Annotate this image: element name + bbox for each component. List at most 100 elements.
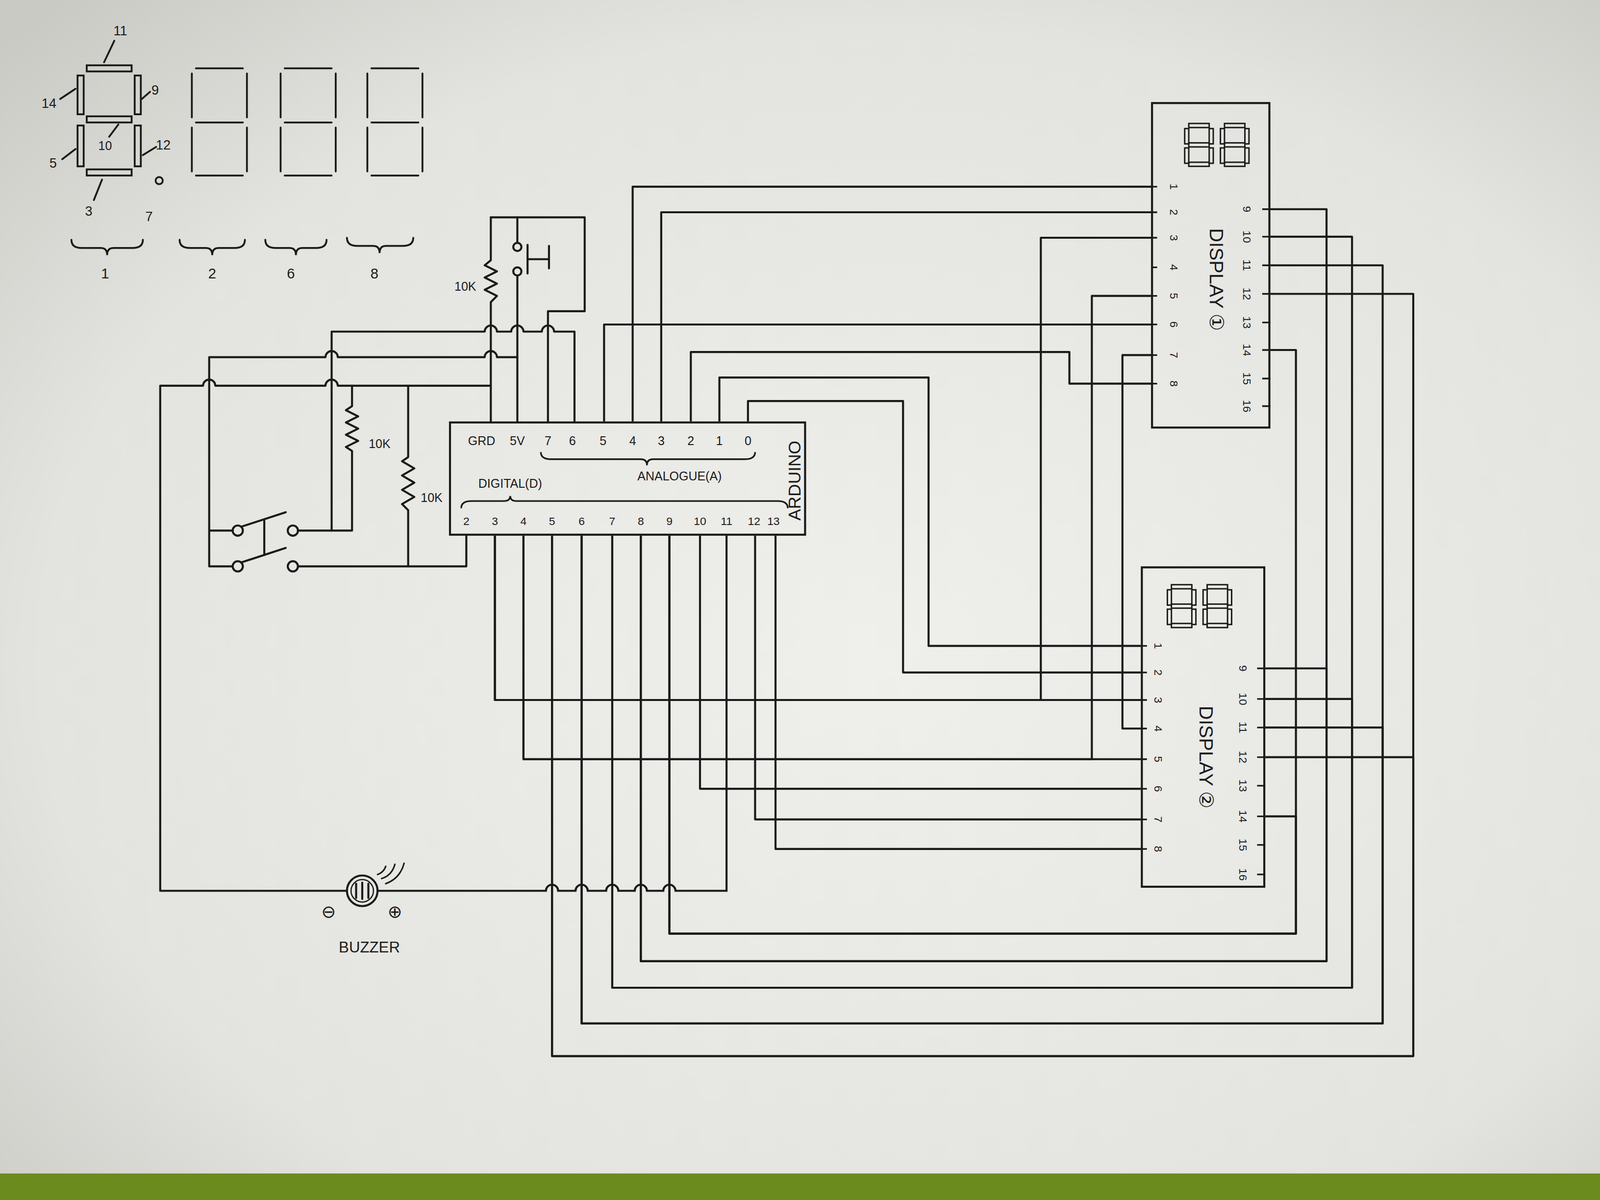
- pin-number: 5: [1152, 755, 1164, 763]
- pin-number: 13: [1237, 779, 1249, 793]
- pin-number: 8: [1152, 846, 1164, 853]
- table-edge: [0, 1173, 1600, 1200]
- part-label: 4: [520, 515, 527, 527]
- wire: [209, 350, 518, 567]
- part-label: 3: [491, 515, 499, 527]
- wire-connector: [495, 535, 1142, 700]
- pin-number: 16: [1237, 868, 1249, 881]
- part-label: 9: [151, 83, 159, 97]
- wire-connector: [690, 351, 1151, 422]
- part-label: BUZZER: [338, 939, 400, 955]
- pin-number: 9: [1241, 205, 1253, 213]
- wire: [516, 217, 519, 422]
- resistor-symbol: [298, 385, 359, 531]
- display-pins: [1140, 186, 1271, 875]
- part-label: 8: [370, 266, 379, 281]
- part-label: 2: [208, 266, 217, 281]
- pin-number: 14: [1237, 810, 1249, 823]
- pin-number: 6: [1152, 785, 1164, 793]
- pin-number: 5: [1167, 292, 1179, 300]
- wire-connector: [661, 212, 1151, 422]
- wire: [160, 379, 491, 891]
- part-label: 8: [637, 515, 645, 527]
- wire-connector: [700, 535, 1141, 789]
- board-brackets: [461, 451, 788, 508]
- part-label: 13: [767, 515, 780, 527]
- pin-number: 14: [1241, 343, 1253, 357]
- part-label: 5: [549, 515, 556, 527]
- pin-number: 12: [1241, 287, 1253, 301]
- pin-number: 6: [1167, 321, 1179, 328]
- wire-connector: [581, 535, 1383, 1024]
- wire-connector: [495, 237, 1151, 700]
- part-label: 10: [98, 139, 113, 152]
- wire-connector: [612, 535, 1352, 988]
- pin-number: 11: [1237, 721, 1249, 734]
- wire-connector: [551, 294, 1414, 1057]
- decimal-point: [155, 176, 163, 185]
- pin-number: 10: [1237, 692, 1249, 706]
- pin-number: 1: [1167, 183, 1179, 191]
- button-contact: [513, 267, 522, 276]
- wire-connector: [551, 535, 1414, 1057]
- pin-number: 16: [1241, 400, 1253, 413]
- wire-connector: [632, 186, 1151, 422]
- brace: [347, 237, 414, 253]
- pin-number: 3: [1167, 234, 1179, 242]
- pin-number: 10: [1241, 230, 1253, 243]
- wire-connector: [523, 535, 1141, 760]
- part-label: 4: [629, 434, 637, 448]
- resistor-symbol: [401, 385, 415, 567]
- part-label: 10K: [368, 437, 391, 450]
- button-frame: [490, 217, 585, 422]
- switch-contact: [287, 525, 299, 536]
- wire-connector: [581, 265, 1383, 1024]
- pin-number: 15: [1241, 372, 1253, 386]
- component-label: DISPLAY ②: [1196, 705, 1217, 809]
- part-label: ⊖: [321, 903, 336, 921]
- wire-connector: [754, 535, 1141, 820]
- part-label: 1: [100, 266, 109, 281]
- button-contact: [513, 242, 522, 251]
- wire-connector: [523, 296, 1151, 760]
- pin-number: 15: [1237, 838, 1249, 852]
- part-label: ⊕: [387, 903, 403, 921]
- pin-number: 8: [1167, 380, 1179, 387]
- display-icon: [1220, 123, 1250, 167]
- part-label: 6: [569, 434, 576, 448]
- part-label: 10K: [454, 280, 476, 293]
- part-label: 12: [155, 138, 171, 152]
- part-label: 11: [720, 515, 733, 527]
- part-label: 14: [41, 96, 57, 110]
- pin-number: 4: [1152, 725, 1164, 732]
- brace: [71, 239, 144, 255]
- part-label: 12: [748, 515, 761, 527]
- part-label: 6: [578, 515, 585, 527]
- part-label: 5: [49, 156, 57, 171]
- pin-number: 9: [1237, 665, 1249, 672]
- resistor-symbol: [484, 217, 498, 422]
- part-label: 10K: [420, 491, 443, 504]
- part-label: 6: [286, 266, 295, 281]
- wire-connector: [669, 350, 1297, 934]
- component-label: DISPLAY ①: [1206, 227, 1227, 331]
- part-label: 9: [666, 515, 673, 527]
- part-label: 10: [693, 515, 707, 527]
- display-icon: [1202, 584, 1232, 628]
- pin-number: 2: [1152, 669, 1164, 676]
- part-label: 7: [609, 515, 616, 527]
- wire-connector: [640, 535, 1327, 962]
- pin-number: 3: [1152, 697, 1164, 704]
- part-label: ANALOGUE(A): [637, 470, 722, 483]
- push-button: [527, 245, 550, 274]
- switch-contact: [287, 561, 299, 572]
- pin-number: 7: [1167, 351, 1179, 359]
- segment-digits: [60, 40, 423, 255]
- part-label: 2: [463, 515, 470, 527]
- wire-connector: [719, 377, 1142, 646]
- part-label: 7: [145, 209, 153, 224]
- part-label: GRD: [468, 434, 496, 448]
